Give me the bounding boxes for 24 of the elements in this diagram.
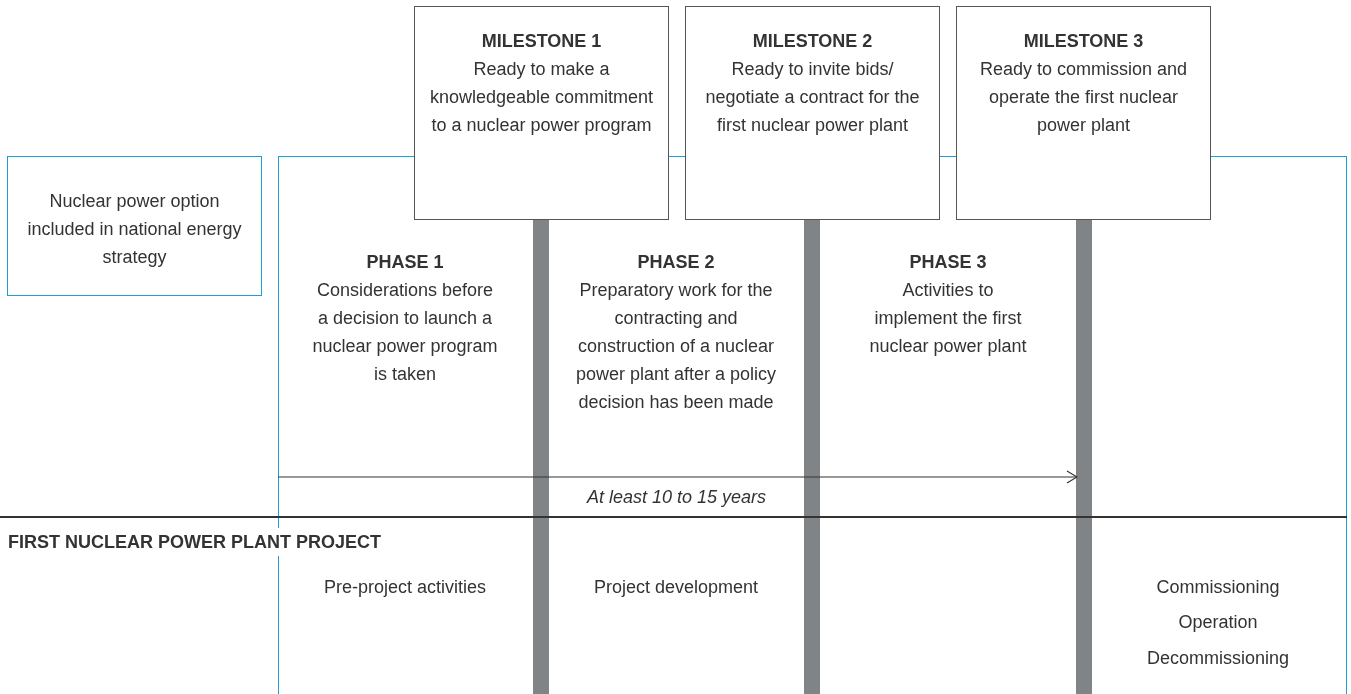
milestone-description: Ready to commission and operate the first nuclear power plant [978,58,1189,137]
duration-arrow [277,470,1078,484]
milestone-description: Ready to invite bids/ negotiate a contract for the first nuclear power plant [704,58,921,137]
milestone-box [414,6,669,220]
box-text: Nuclear power option included in national energy strategy [26,190,243,269]
stage-label: Project development [592,576,760,599]
phase-heading: PHASE 3 [908,251,988,274]
stage-label: Decommissioning [1145,647,1291,670]
milestone-box [956,6,1211,220]
milestone-box [685,6,940,220]
milestone-heading: MILESTONE 1 [480,30,603,53]
section-heading: FIRST NUCLEAR POWER PLANT PROJECT [8,528,381,556]
stage-label: Operation [1177,611,1259,634]
milestone-heading: MILESTONE 2 [751,30,874,53]
milestone-heading: MILESTONE 3 [1022,30,1145,53]
strategy-box [7,156,262,296]
milestone-description: Ready to make a knowledgeable commitment to a nuclear power program [428,58,655,137]
phase-description: Considerations before a decision to launch a nuclear power program is taken [311,279,499,386]
stage-label: Pre-project activities [322,576,488,599]
phase-heading: PHASE 2 [636,251,716,274]
phase-description: Preparatory work for the contracting and construction of a nuclear power plant after a policy decision has been made [574,279,778,414]
phase-description: Activities to implement the first nuclear power plant [868,279,1028,358]
phase-heading: PHASE 1 [365,251,445,274]
stage-label: Commissioning [1155,576,1281,599]
